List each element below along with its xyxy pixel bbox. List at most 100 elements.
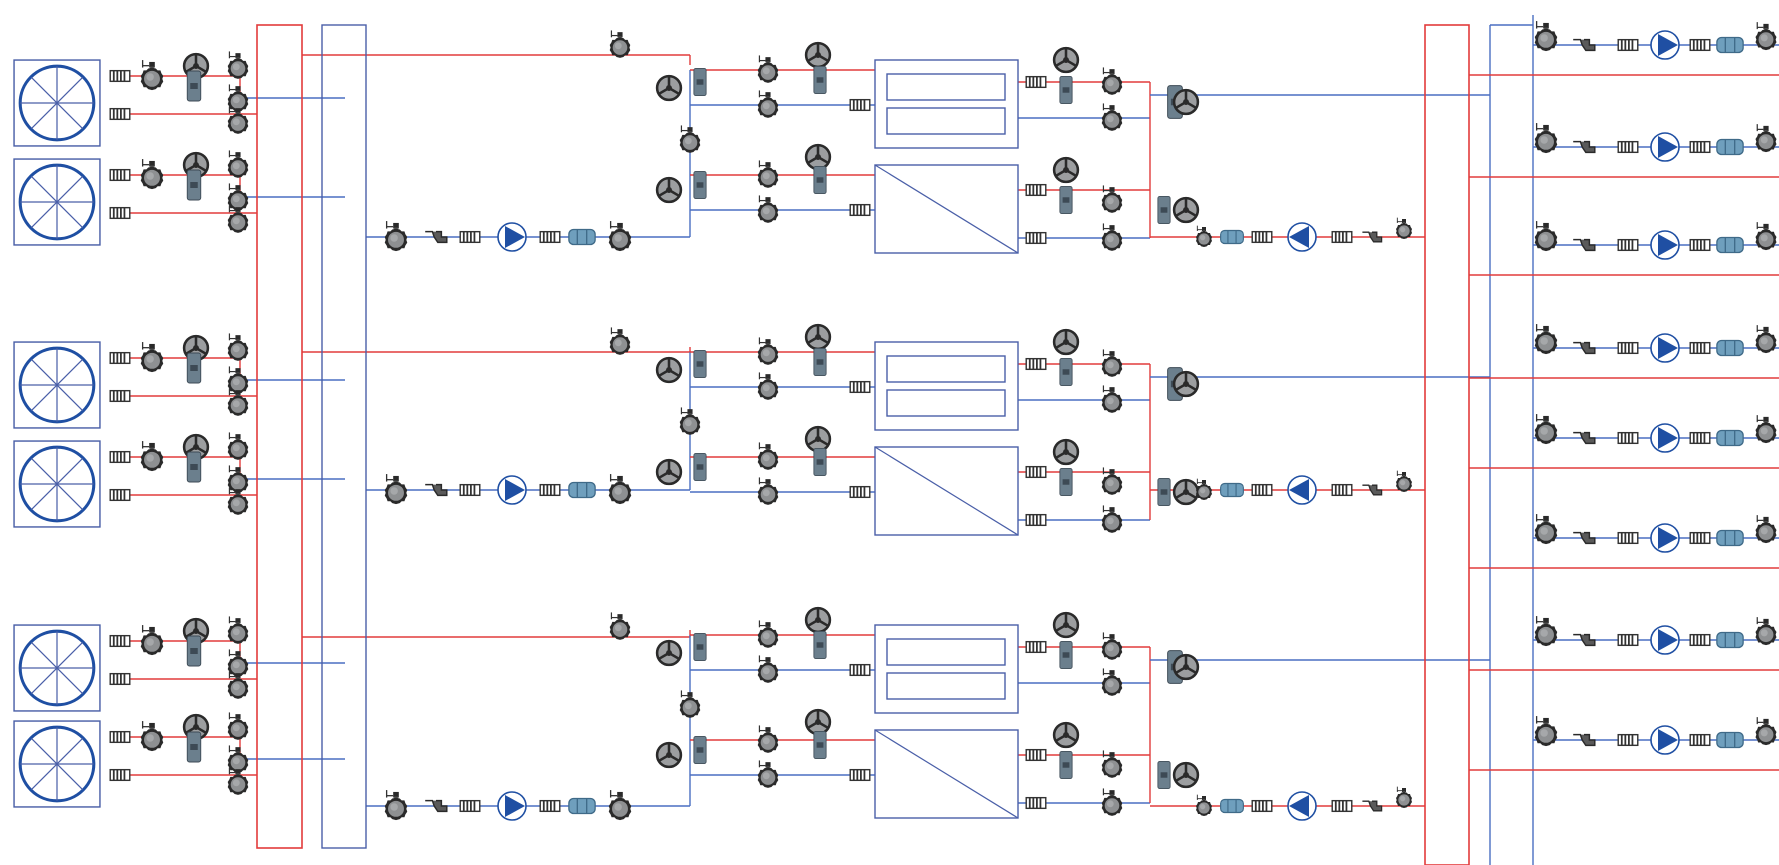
butterfly-valve-icon <box>757 619 779 649</box>
expansion-joint-icon <box>1617 38 1639 52</box>
butterfly-valve-icon <box>140 720 164 752</box>
condenser-heat-exchanger-icon <box>874 164 1019 254</box>
butterfly-valve-icon <box>757 89 779 119</box>
butterfly-valve-icon <box>1101 102 1123 132</box>
distribution-pump-icon <box>1650 725 1680 755</box>
expansion-joint-icon <box>1251 483 1273 497</box>
motorized-valve-icon <box>1172 370 1200 398</box>
butterfly-valve-icon <box>757 654 779 684</box>
expansion-joint-icon <box>1251 799 1273 813</box>
butterfly-valve-icon <box>757 724 779 754</box>
distribution-pump-icon <box>1650 132 1680 162</box>
butterfly-valve-icon <box>679 124 701 154</box>
expansion-joint-icon <box>1025 183 1047 197</box>
motorized-valve-icon <box>655 741 683 769</box>
butterfly-valve-icon <box>1195 478 1213 501</box>
strainer-icon <box>1219 798 1245 814</box>
distribution-pump-icon <box>1650 230 1680 260</box>
cooling-tower-fan-icon <box>12 157 102 247</box>
valve-actuator-icon <box>186 352 202 384</box>
motorized-valve-icon <box>655 356 683 384</box>
butterfly-valve-icon <box>1101 787 1123 817</box>
evaporator-tube-bundle-icon <box>874 59 1019 149</box>
valve-actuator-icon <box>186 70 202 102</box>
distribution-pump-icon <box>1650 625 1680 655</box>
butterfly-valve-icon <box>227 50 249 80</box>
evaporator-tube-upper <box>886 638 1006 666</box>
butterfly-valve-icon <box>757 54 779 84</box>
butterfly-valve-icon <box>1754 123 1778 153</box>
butterfly-valve-icon <box>679 406 701 436</box>
distribution-pump-icon <box>1650 333 1680 363</box>
condenser-diagonal <box>874 164 1019 254</box>
butterfly-valve-icon <box>227 365 249 395</box>
valve-actuator-icon <box>1157 760 1171 790</box>
butterfly-valve-icon <box>757 194 779 224</box>
cooling-tower-fan-icon <box>12 58 102 148</box>
expansion-joint-icon <box>109 389 131 403</box>
expansion-joint-icon <box>1025 748 1047 762</box>
expansion-joint-icon <box>1689 633 1711 647</box>
valve-actuator-icon <box>1157 477 1171 507</box>
strainer-icon <box>1716 138 1744 156</box>
butterfly-valve-icon <box>227 766 249 796</box>
expansion-joint-icon <box>1689 140 1711 154</box>
motorized-valve-icon <box>1172 196 1200 224</box>
expansion-joint-icon <box>1689 733 1711 747</box>
butterfly-valve-icon <box>1754 514 1778 544</box>
expansion-joint-icon <box>1617 733 1639 747</box>
expansion-joint-icon <box>539 799 561 813</box>
valve-actuator-icon <box>693 170 707 200</box>
motorized-valve-icon <box>804 41 832 69</box>
condenser-heat-exchanger-icon <box>874 729 1019 819</box>
butterfly-valve-icon <box>1534 715 1558 747</box>
expansion-joint-icon <box>1689 431 1711 445</box>
motorized-valve-icon <box>804 143 832 171</box>
expansion-joint-icon <box>1025 796 1047 810</box>
valve-actuator-icon <box>813 165 827 195</box>
butterfly-valve-icon <box>227 387 249 417</box>
expansion-joint-icon <box>1617 431 1639 445</box>
butterfly-valve-icon <box>1534 323 1558 355</box>
expansion-joint-icon <box>1689 38 1711 52</box>
valve-actuator-icon <box>186 731 202 763</box>
butterfly-valve-icon <box>384 473 408 505</box>
pipe-network <box>112 15 1779 865</box>
motorized-valve-icon <box>804 708 832 736</box>
expansion-joint-icon <box>1025 357 1047 371</box>
strainer-icon <box>1716 731 1744 749</box>
expansion-joint-icon <box>1689 238 1711 252</box>
expansion-joint-icon <box>849 203 871 217</box>
motorized-valve-icon <box>1052 611 1080 639</box>
evaporator-tube-bundle-icon <box>874 624 1019 714</box>
expansion-joint-icon <box>109 69 131 83</box>
strainer-icon <box>568 797 596 815</box>
strainer-icon <box>1716 236 1744 254</box>
distribution-pump-icon <box>1650 423 1680 453</box>
butterfly-valve-icon <box>140 158 164 190</box>
expansion-joint-icon <box>1331 483 1353 497</box>
motorized-valve-icon <box>1052 156 1080 184</box>
butterfly-valve-icon <box>1754 616 1778 646</box>
distribution-pump-icon <box>1650 30 1680 60</box>
evaporator-tube-lower <box>886 389 1006 417</box>
butterfly-valve-icon <box>1195 794 1213 817</box>
valve-actuator-icon <box>813 730 827 760</box>
motorized-valve-icon <box>655 176 683 204</box>
valve-actuator-icon <box>1059 467 1073 497</box>
butterfly-valve-icon <box>1101 504 1123 534</box>
strainer-icon <box>1716 529 1744 547</box>
expansion-joint-icon <box>539 230 561 244</box>
motorized-valve-icon <box>1172 761 1200 789</box>
valve-actuator-icon <box>813 630 827 660</box>
valve-actuator-icon <box>1059 75 1073 105</box>
condenser-heat-exchanger-icon <box>874 446 1019 536</box>
butterfly-valve-icon <box>1101 384 1123 414</box>
components-layer <box>12 20 1778 821</box>
valve-actuator-icon <box>813 447 827 477</box>
valve-actuator-icon <box>1157 195 1171 225</box>
expansion-joint-icon <box>1025 75 1047 89</box>
motorized-valve-icon <box>804 606 832 634</box>
tower-return-header <box>321 24 367 849</box>
expansion-joint-icon <box>109 351 131 365</box>
